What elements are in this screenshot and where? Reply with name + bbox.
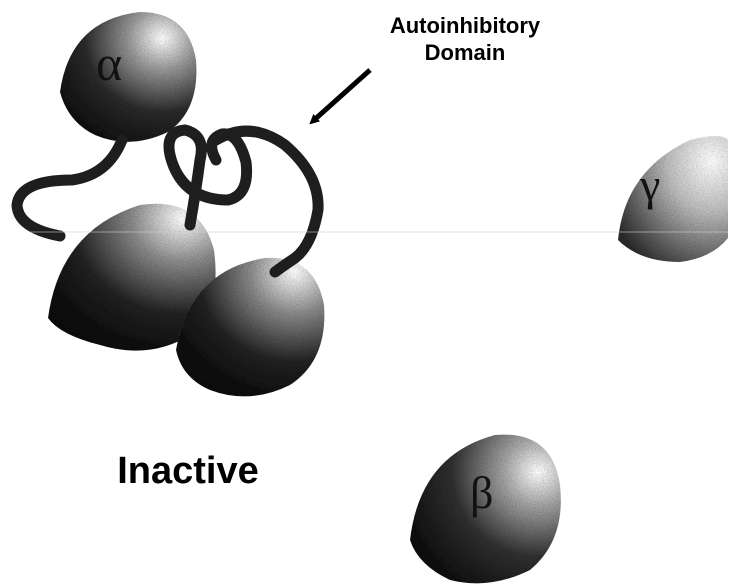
annotation-arrow bbox=[313, 70, 370, 121]
alpha-label: α bbox=[96, 35, 122, 91]
annotation-line2: Domain bbox=[425, 40, 506, 65]
gamma-blob bbox=[618, 136, 728, 262]
alpha-blob bbox=[60, 12, 196, 142]
annotation-group: Autoinhibitory Domain bbox=[313, 13, 541, 121]
alpha-subunit: α bbox=[60, 12, 196, 142]
state-label: Inactive bbox=[117, 450, 259, 492]
beta-subunit: β bbox=[410, 435, 561, 584]
gamma-subunit: γ bbox=[618, 136, 728, 262]
beta-label: β bbox=[470, 467, 493, 518]
annotation-line1: Autoinhibitory bbox=[390, 13, 541, 38]
gamma-label: γ bbox=[639, 159, 660, 210]
